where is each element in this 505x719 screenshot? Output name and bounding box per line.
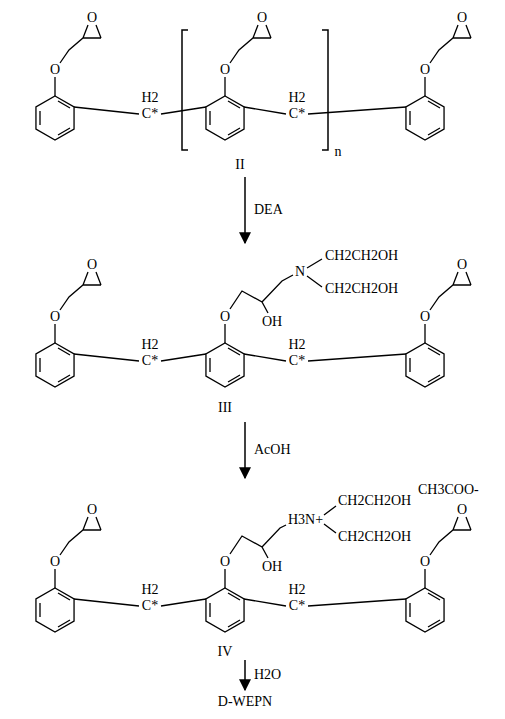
atom-label: O [420, 62, 430, 78]
atom-label: C* [142, 106, 158, 122]
atom-label: O [220, 62, 230, 78]
atom-label: O [457, 10, 467, 26]
atom-label: H2 [141, 582, 158, 598]
reaction-arrow [244, 422, 246, 478]
atom-label: H2 [288, 90, 305, 106]
reagent-label: H2O [253, 667, 282, 683]
atom-label: C* [289, 106, 305, 122]
reaction-arrow [244, 660, 246, 690]
structure-iv: OH3N+CH2CH2OHCH3COO-CH2CH2OHOOOOHOH2C*H2… [0, 480, 505, 658]
reaction-arrow [244, 177, 246, 243]
atom-label: O [420, 309, 430, 325]
atom-label: n [335, 144, 342, 160]
atom-label: CH3COO- [418, 482, 479, 498]
atom-label: O [50, 309, 60, 325]
atom-label: O [220, 309, 230, 325]
atom-label: OH [262, 314, 282, 330]
atom-label: C* [289, 598, 305, 614]
atom-label: C* [142, 598, 158, 614]
atom-label: O [50, 554, 60, 570]
atom-label: O [457, 257, 467, 273]
atom-label: O [220, 554, 230, 570]
atom-label: D-WEPN [218, 694, 272, 710]
atom-label: N [295, 264, 305, 280]
atom-label: H2 [288, 337, 305, 353]
atom-label: O [457, 502, 467, 518]
atom-label: H2 [141, 337, 158, 353]
atom-label: CH2CH2OH [325, 281, 398, 297]
atom-label: C* [289, 353, 305, 369]
product-label: D-WEPN [214, 692, 277, 712]
atom-label: H2 [141, 90, 158, 106]
atom-label: II [235, 157, 244, 173]
atom-label: O [87, 257, 97, 273]
reagent-label: AcOH [253, 442, 292, 458]
atom-label: III [218, 400, 232, 416]
atom-label: CH2CH2OH [338, 529, 411, 545]
atom-label: O [257, 10, 267, 26]
structure-iii: ONCH2CH2OHCH2CH2OHOOOOHOH2C*H2C*III [0, 245, 505, 420]
atom-label: O [87, 502, 97, 518]
atom-label: H3N+ [288, 512, 323, 528]
atom-label: O [50, 62, 60, 78]
atom-label: CH2CH2OH [325, 248, 398, 264]
structure-ii: OOOOOOH2C*H2C*nII [0, 0, 505, 175]
atom-label: C* [142, 353, 158, 369]
atom-label: H2 [288, 582, 305, 598]
atom-label: CH2CH2OH [338, 493, 411, 509]
atom-label: IV [218, 644, 233, 660]
atom-label: OH [262, 559, 282, 575]
atom-label: O [87, 10, 97, 26]
atom-label: O [420, 554, 430, 570]
reagent-label: DEA [253, 202, 284, 218]
